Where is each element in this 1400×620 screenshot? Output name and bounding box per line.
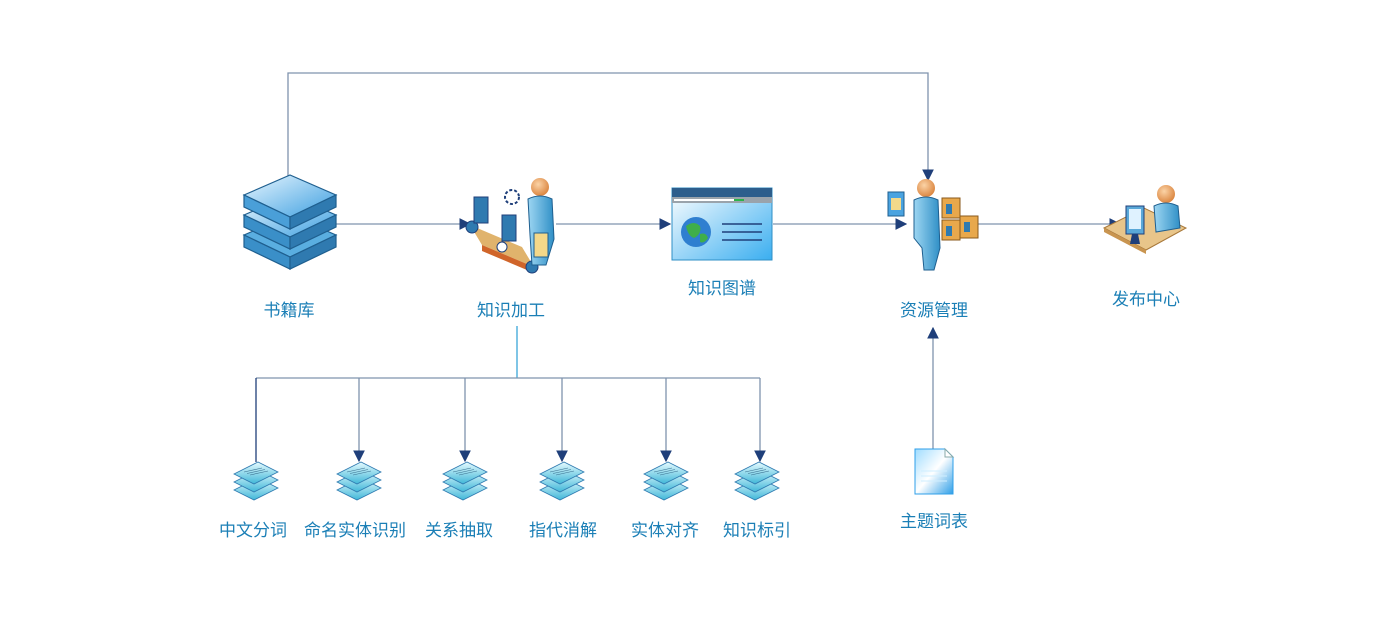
document-stack-icon xyxy=(643,461,689,501)
sub-task-label: 知识标引 xyxy=(723,521,791,541)
document-stack-icon xyxy=(233,461,279,501)
node-label-thesaurus: 主题词表 xyxy=(900,512,968,532)
resource-manager-icon xyxy=(887,179,979,271)
book-stack-icon xyxy=(242,174,338,270)
thesaurus-document-icon xyxy=(914,447,955,495)
knowledge-graph-window-icon xyxy=(671,187,773,261)
sub-task-icons xyxy=(233,461,780,501)
sub-task-label: 实体对齐 xyxy=(631,521,699,541)
document-stack-icon xyxy=(336,461,382,501)
publishing-desk-icon xyxy=(1102,185,1188,254)
document-stack-icon xyxy=(442,461,488,501)
document-stack-icon xyxy=(539,461,585,501)
conveyor-worker-icon xyxy=(465,178,555,274)
processing-branch-tree xyxy=(255,326,766,463)
node-label-publishing-center: 发布中心 xyxy=(1112,290,1180,310)
document-stack-icon xyxy=(734,461,780,501)
node-label-resource-management: 资源管理 xyxy=(900,301,968,321)
sub-task-label: 命名实体识别 xyxy=(304,521,406,541)
node-label-book-library: 书籍库 xyxy=(263,301,315,321)
sub-task-label: 关系抽取 xyxy=(425,521,493,541)
sub-task-label: 中文分词 xyxy=(219,521,287,541)
node-label-knowledge-processing: 知识加工 xyxy=(477,301,545,321)
sub-task-label: 指代消解 xyxy=(529,521,597,541)
node-label-knowledge-graph: 知识图谱 xyxy=(688,279,756,299)
edge-book-to-resource xyxy=(287,72,934,182)
